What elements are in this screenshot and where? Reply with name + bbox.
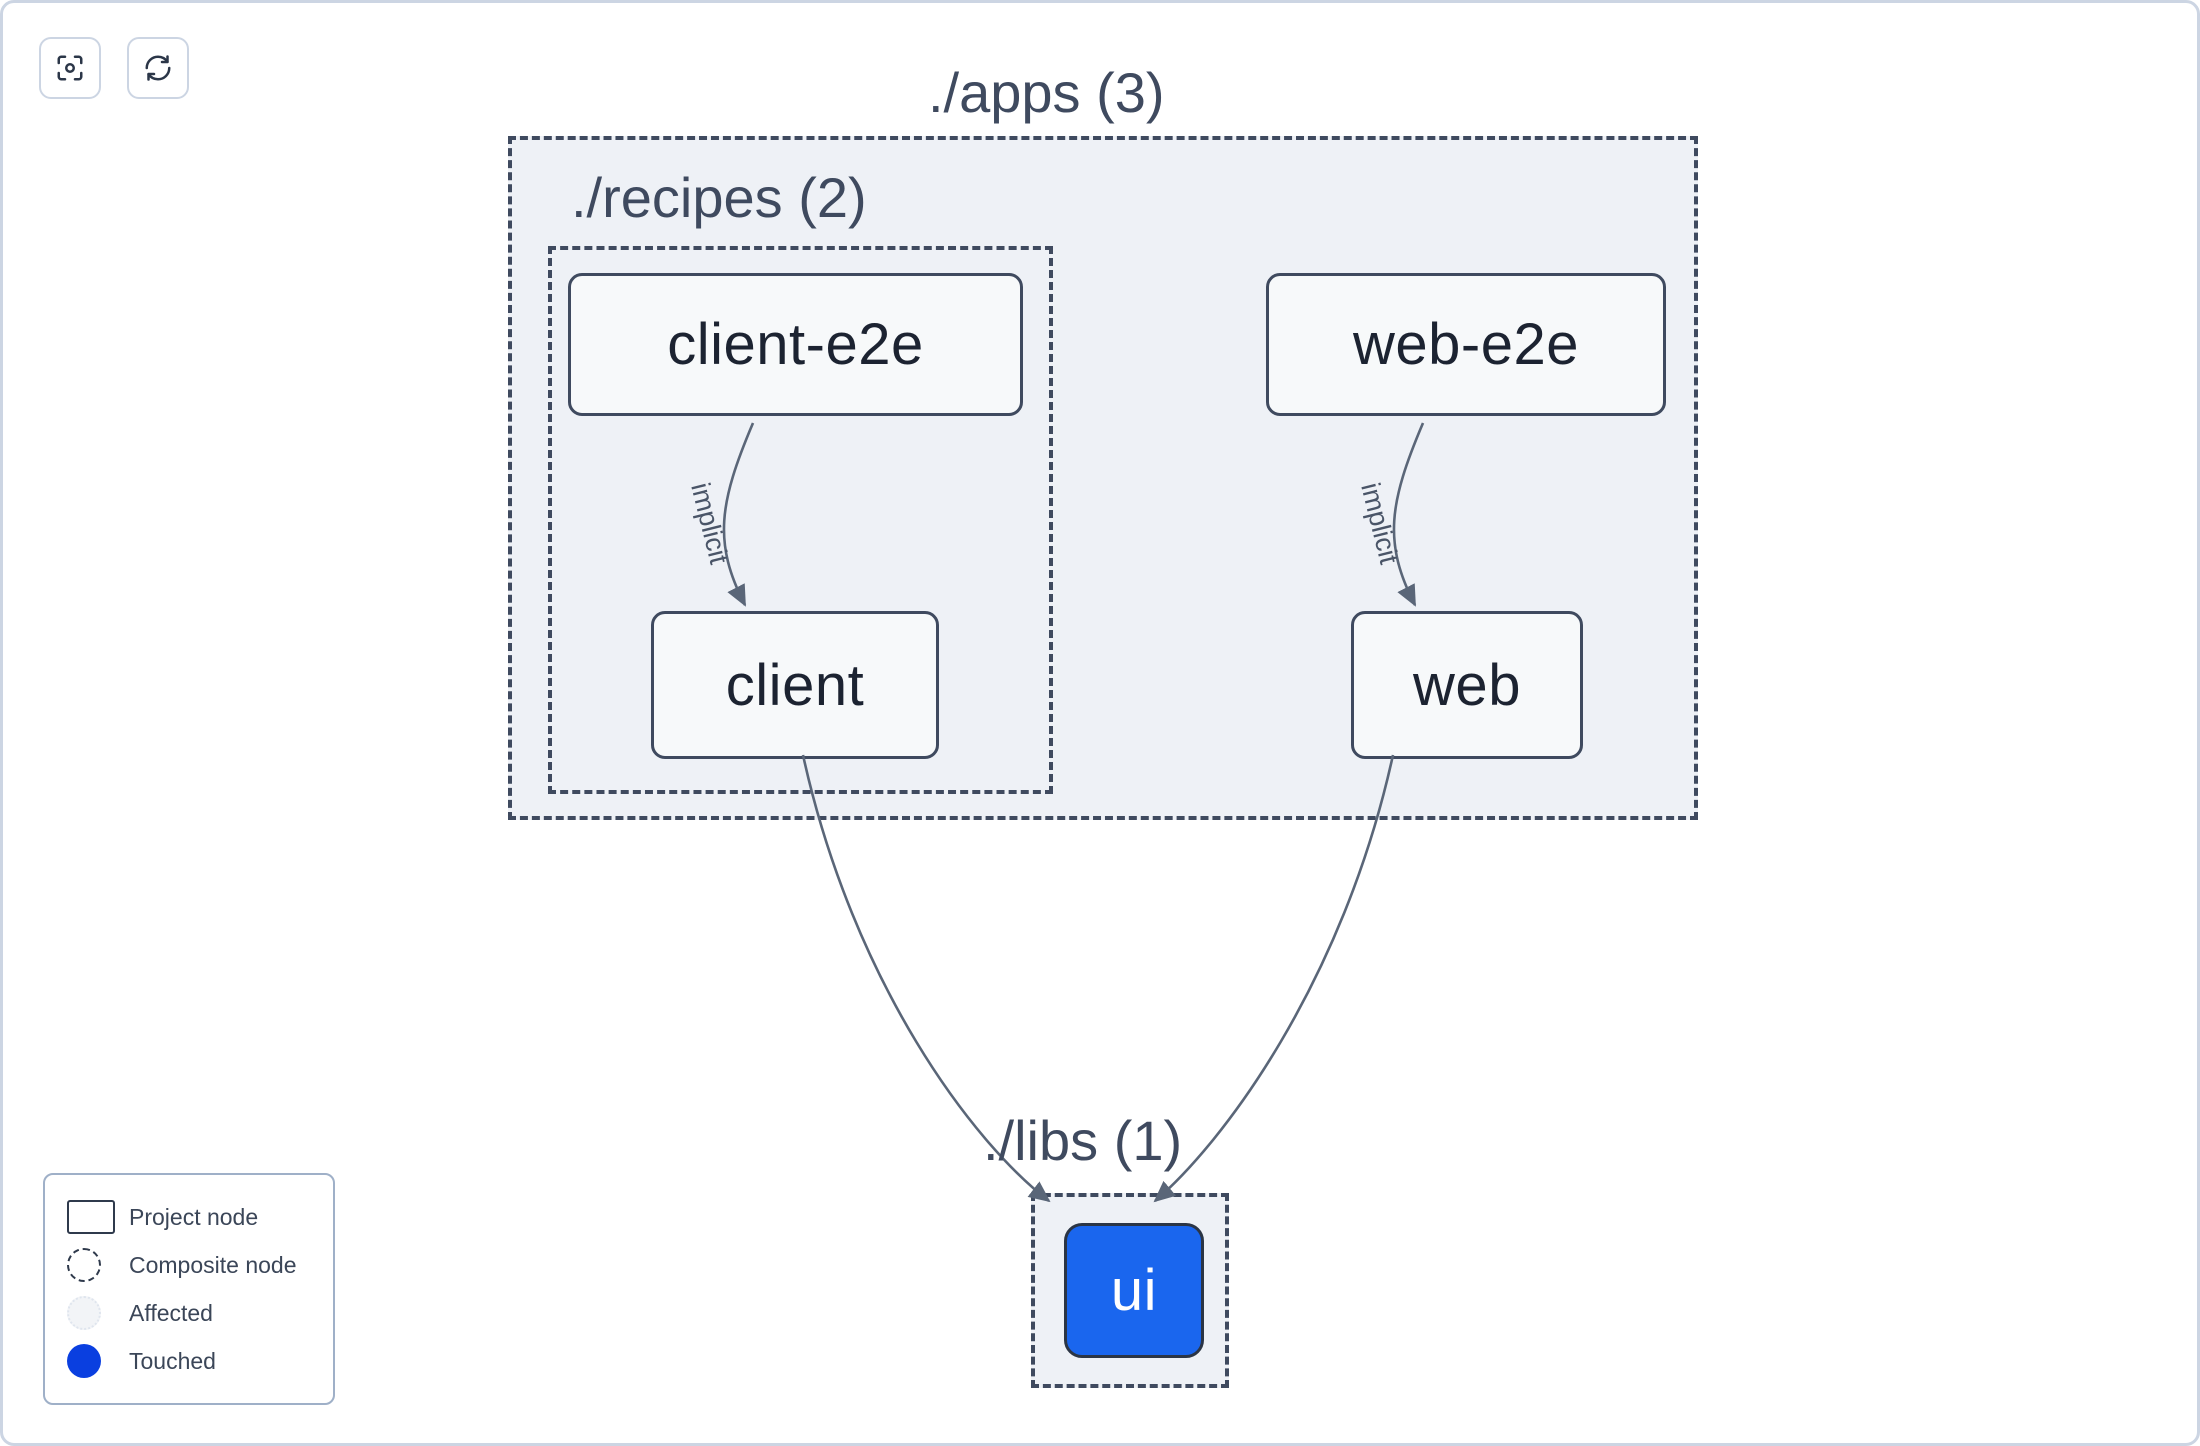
touched-swatch-icon — [67, 1344, 129, 1378]
node-label: client-e2e — [667, 312, 924, 377]
node-client[interactable]: client — [651, 611, 939, 759]
composite-node-swatch-icon — [67, 1248, 129, 1282]
group-label-libs: ./libs (1) — [983, 1109, 1183, 1172]
project-node-swatch-icon — [67, 1200, 129, 1234]
legend-item-touched: Touched — [67, 1337, 313, 1385]
legend-item-composite-node: Composite node — [67, 1241, 313, 1289]
legend-label: Affected — [129, 1299, 213, 1326]
node-label: web — [1413, 652, 1521, 718]
node-label: client — [725, 652, 865, 718]
legend-label: Composite node — [129, 1251, 297, 1278]
node-label: ui — [1110, 1258, 1158, 1323]
node-ui[interactable]: ui — [1064, 1223, 1204, 1358]
legend-item-affected: Affected — [67, 1289, 313, 1337]
node-client-e2e[interactable]: client-e2e — [568, 273, 1023, 416]
group-label-recipes: ./recipes (2) — [571, 166, 867, 229]
legend-item-project-node: Project node — [67, 1193, 313, 1241]
graph-toolbar — [39, 37, 189, 99]
focus-graph-button[interactable] — [39, 37, 101, 99]
node-label: web-e2e — [1353, 312, 1579, 377]
group-label-apps: ./apps (3) — [928, 61, 1165, 124]
edge-web-ui — [1153, 754, 1395, 1203]
graph-canvas[interactable]: ./apps (3) ./recipes (2) ./libs (1) impl… — [3, 3, 2197, 1443]
refresh-icon — [143, 53, 173, 83]
refresh-graph-button[interactable] — [127, 37, 189, 99]
focus-target-icon — [55, 53, 85, 83]
affected-swatch-icon — [67, 1296, 129, 1330]
node-web-e2e[interactable]: web-e2e — [1266, 273, 1666, 416]
graph-legend: Project node Composite node Affected Tou… — [43, 1173, 335, 1405]
legend-label: Project node — [129, 1203, 259, 1230]
legend-label: Touched — [129, 1347, 216, 1374]
node-web[interactable]: web — [1351, 611, 1583, 759]
